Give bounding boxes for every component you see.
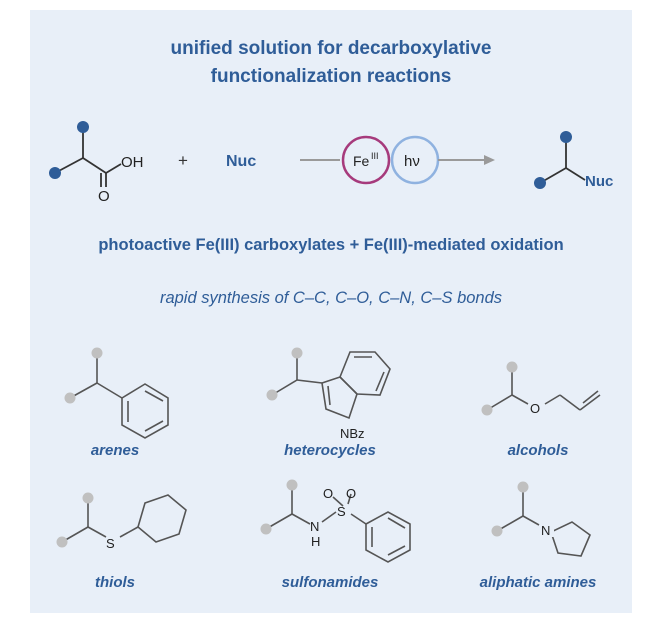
- light-label: hν: [404, 153, 420, 170]
- background-panel: [30, 10, 632, 613]
- acid-r2-atom: [49, 167, 61, 179]
- title-line-1: unified solution for decarboxylative: [170, 38, 492, 59]
- sulfonamide-n-label: N: [310, 519, 319, 534]
- sulfonamide-o2-label: O: [346, 486, 356, 501]
- thiol-s-label: S: [106, 536, 115, 551]
- acid-oh-label: OH: [121, 154, 144, 171]
- alcohol-o-label: O: [530, 401, 540, 416]
- carboxylic-acid-structure: [54, 127, 122, 187]
- amine-n-label: N: [541, 523, 550, 538]
- thiol-structure: S: [56, 492, 187, 551]
- label-thiols: thiols: [95, 574, 135, 591]
- product-r2-atom: [534, 177, 546, 189]
- product-r1-atom: [560, 131, 572, 143]
- label-alcohols: alcohols: [507, 442, 569, 459]
- plus-sign: +: [178, 151, 188, 170]
- iron-oxidation-state: III: [371, 151, 379, 161]
- iron-label: Fe: [353, 153, 370, 169]
- alcohol-structure: O: [481, 361, 601, 416]
- iron-catalyst-circle: [341, 135, 391, 185]
- mechanism-subtitle: photoactive Fe(III) carboxylates + Fe(II…: [98, 236, 564, 254]
- heterocycle-atom-label: NBz: [340, 426, 365, 441]
- sulfonamide-h-label: H: [311, 534, 320, 549]
- title-line-2: functionalization reactions: [210, 66, 452, 87]
- arrow-head: [484, 155, 495, 165]
- product-structure: [539, 137, 586, 184]
- nucleophile-label: Nuc: [226, 153, 256, 170]
- acid-o-label: O: [98, 188, 110, 205]
- arene-structure: [64, 347, 169, 439]
- label-arenes: arenes: [90, 442, 140, 459]
- amine-structure: N: [491, 481, 591, 557]
- sulfonamide-structure: O O S N H: [260, 479, 411, 563]
- sulfonamide-s-label: S: [337, 504, 346, 519]
- acid-r1-atom: [77, 121, 89, 133]
- label-sulfonamides: sulfonamides: [281, 574, 379, 591]
- heterocycle-structure: NBz: [266, 347, 391, 441]
- label-heterocycles: heterocycles: [284, 442, 376, 459]
- sulfonamide-o1-label: O: [323, 486, 333, 501]
- bond-types-line: rapid synthesis of C–C, C–O, C–N, C–S bo…: [159, 289, 503, 307]
- product-nuc-label: Nuc: [585, 173, 613, 190]
- label-aliphatic-amines: aliphatic amines: [479, 574, 597, 591]
